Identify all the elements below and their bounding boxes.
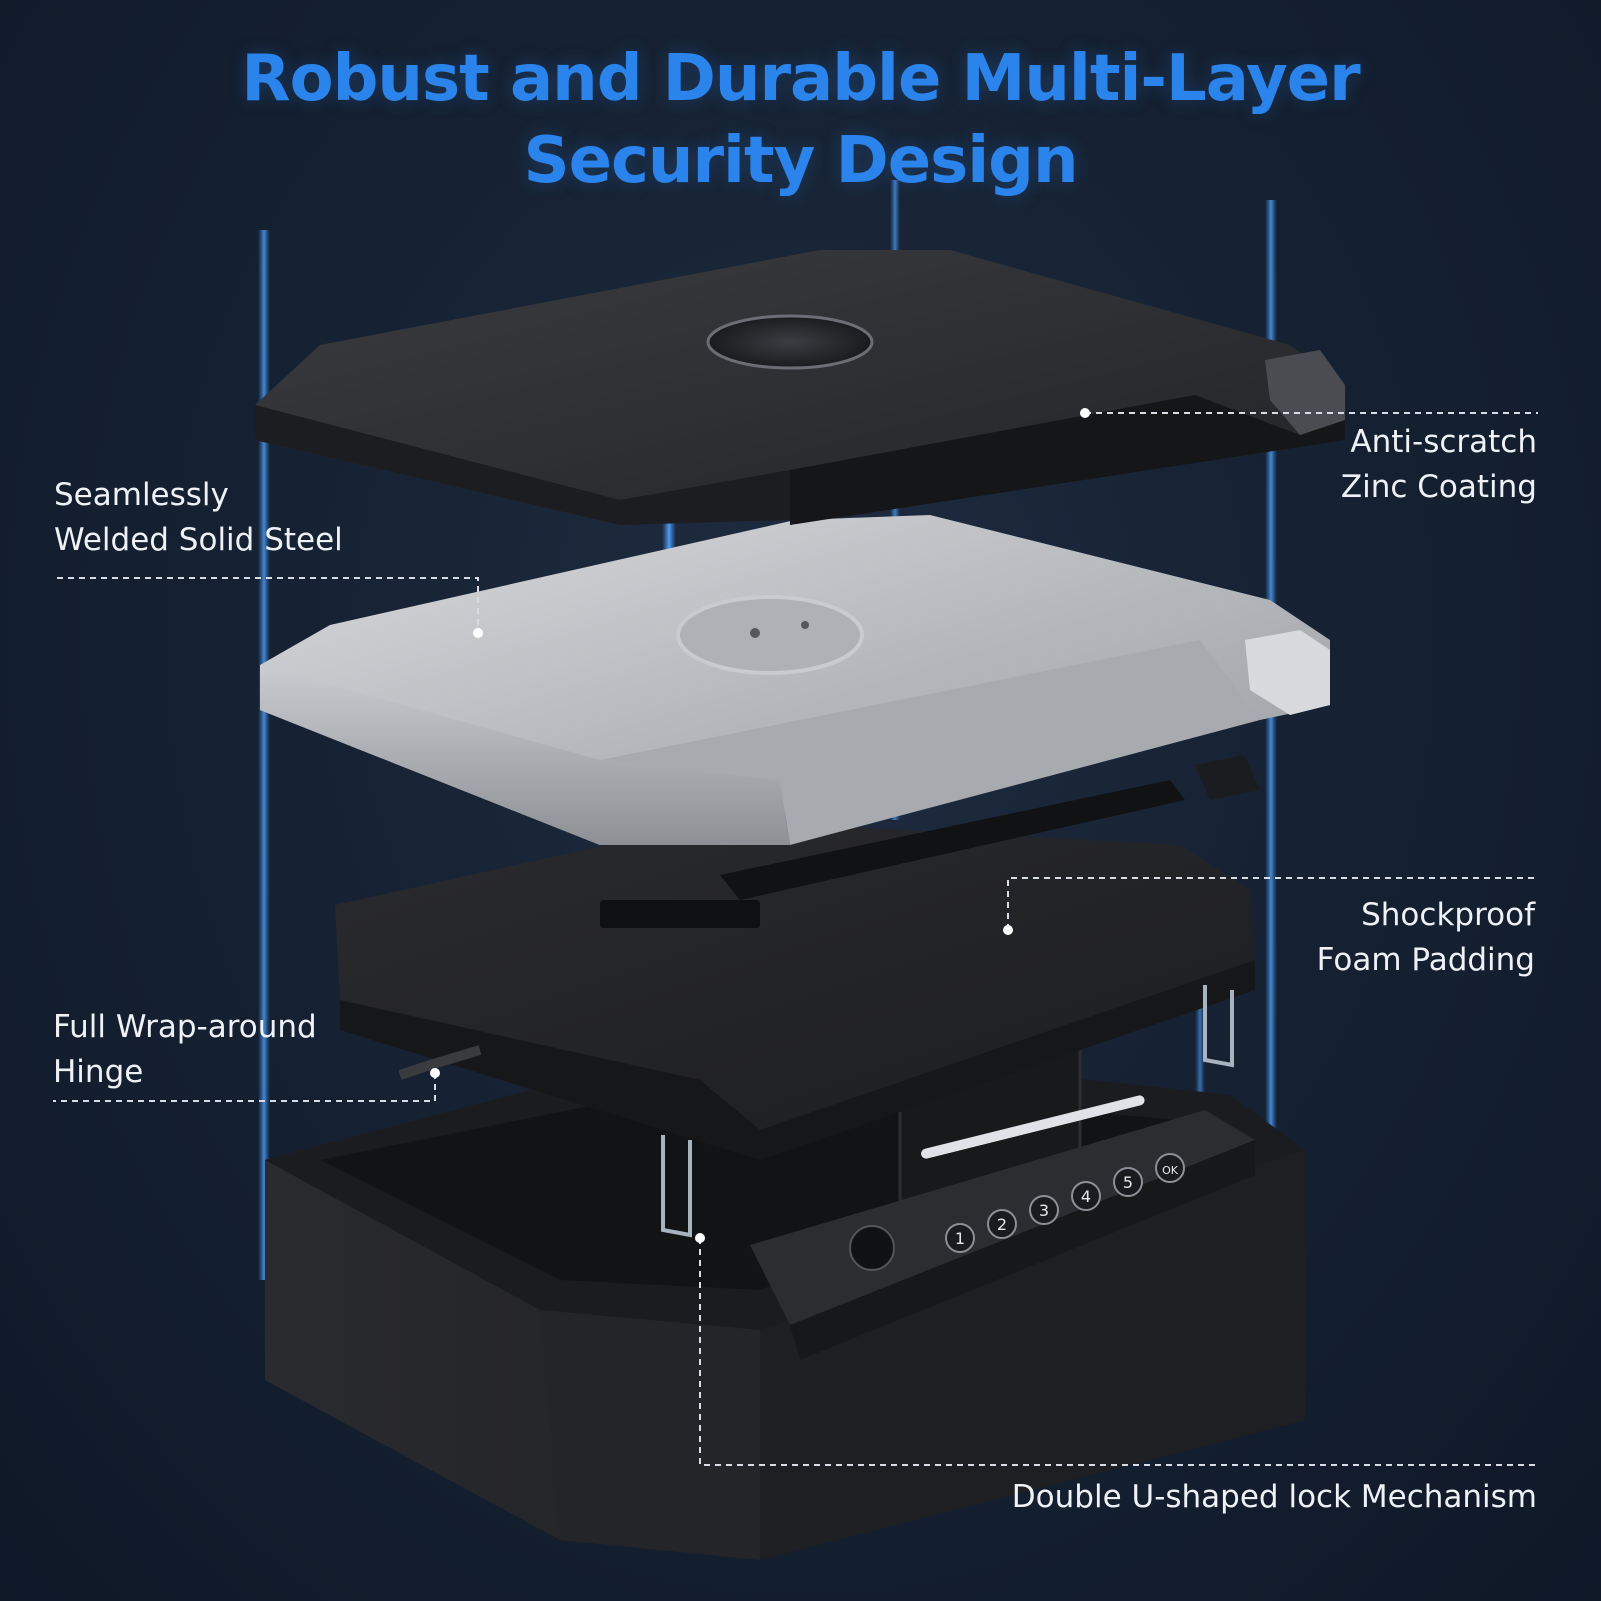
- keypad-key-2: 2: [987, 1209, 1017, 1239]
- keypad-key-label: 2: [997, 1215, 1007, 1234]
- title-line-2: Security Design: [523, 124, 1078, 198]
- keypad-key-5: 5: [1113, 1167, 1143, 1197]
- callout-hinge-line2: Hinge: [53, 1054, 144, 1090]
- keypad-key-label: OK: [1162, 1164, 1179, 1177]
- page-title: Robust and Durable Multi-Layer Security …: [0, 38, 1601, 202]
- callout-lock: Double U-shaped lock Mechanism: [940, 1475, 1537, 1520]
- title-line-1: Robust and Durable Multi-Layer: [241, 42, 1360, 116]
- brand-emblem-icon: [706, 314, 874, 370]
- callout-welded-steel-line1: Seamlessly: [54, 477, 229, 513]
- steel-lid-boss: [676, 595, 864, 675]
- callout-dots: [430, 408, 1090, 1243]
- keypad-key-ok: OK: [1155, 1153, 1185, 1183]
- callout-hinge: Full Wrap-around Hinge: [53, 1005, 433, 1095]
- foam-padding: [335, 755, 1260, 1238]
- keypad-key-label: 3: [1039, 1201, 1049, 1220]
- keypad-key-4: 4: [1071, 1181, 1101, 1211]
- callout-lock-line1: Double U-shaped lock Mechanism: [1011, 1479, 1537, 1515]
- callout-hinge-line1: Full Wrap-around: [53, 1009, 317, 1045]
- led-strip: [921, 1095, 1145, 1159]
- keypad-key-1: 1: [945, 1223, 975, 1253]
- steel-inner-lid: [260, 515, 1330, 845]
- u-lock-bar-left: [661, 1135, 692, 1238]
- keypad-key-label: 5: [1123, 1173, 1133, 1192]
- keypad-keys: 1 2 3 4 5 OK: [945, 1153, 1185, 1253]
- callout-welded-steel: Seamlessly Welded Solid Steel: [54, 473, 474, 563]
- keypad-key-label: 4: [1081, 1187, 1091, 1206]
- fingerprint-sensor-icon: [849, 1225, 895, 1271]
- callout-anti-scratch: Anti-scratch Zinc Coating: [1180, 420, 1537, 510]
- keypad-key-3: 3: [1029, 1195, 1059, 1225]
- callout-lines: [53, 412, 1538, 1466]
- keypad-key-label: 1: [955, 1229, 965, 1248]
- callout-anti-scratch-line2: Zinc Coating: [1340, 469, 1537, 505]
- callout-welded-steel-line2: Welded Solid Steel: [54, 522, 343, 558]
- zinc-top-lid: [255, 250, 1345, 525]
- u-lock-bar-right: [1203, 985, 1234, 1068]
- callout-foam: Shockproof Foam Padding: [1180, 893, 1535, 983]
- callout-foam-line2: Foam Padding: [1316, 942, 1535, 978]
- hinge-rod: [398, 1045, 482, 1080]
- callout-anti-scratch-line1: Anti-scratch: [1350, 424, 1537, 460]
- callout-foam-line1: Shockproof: [1361, 897, 1535, 933]
